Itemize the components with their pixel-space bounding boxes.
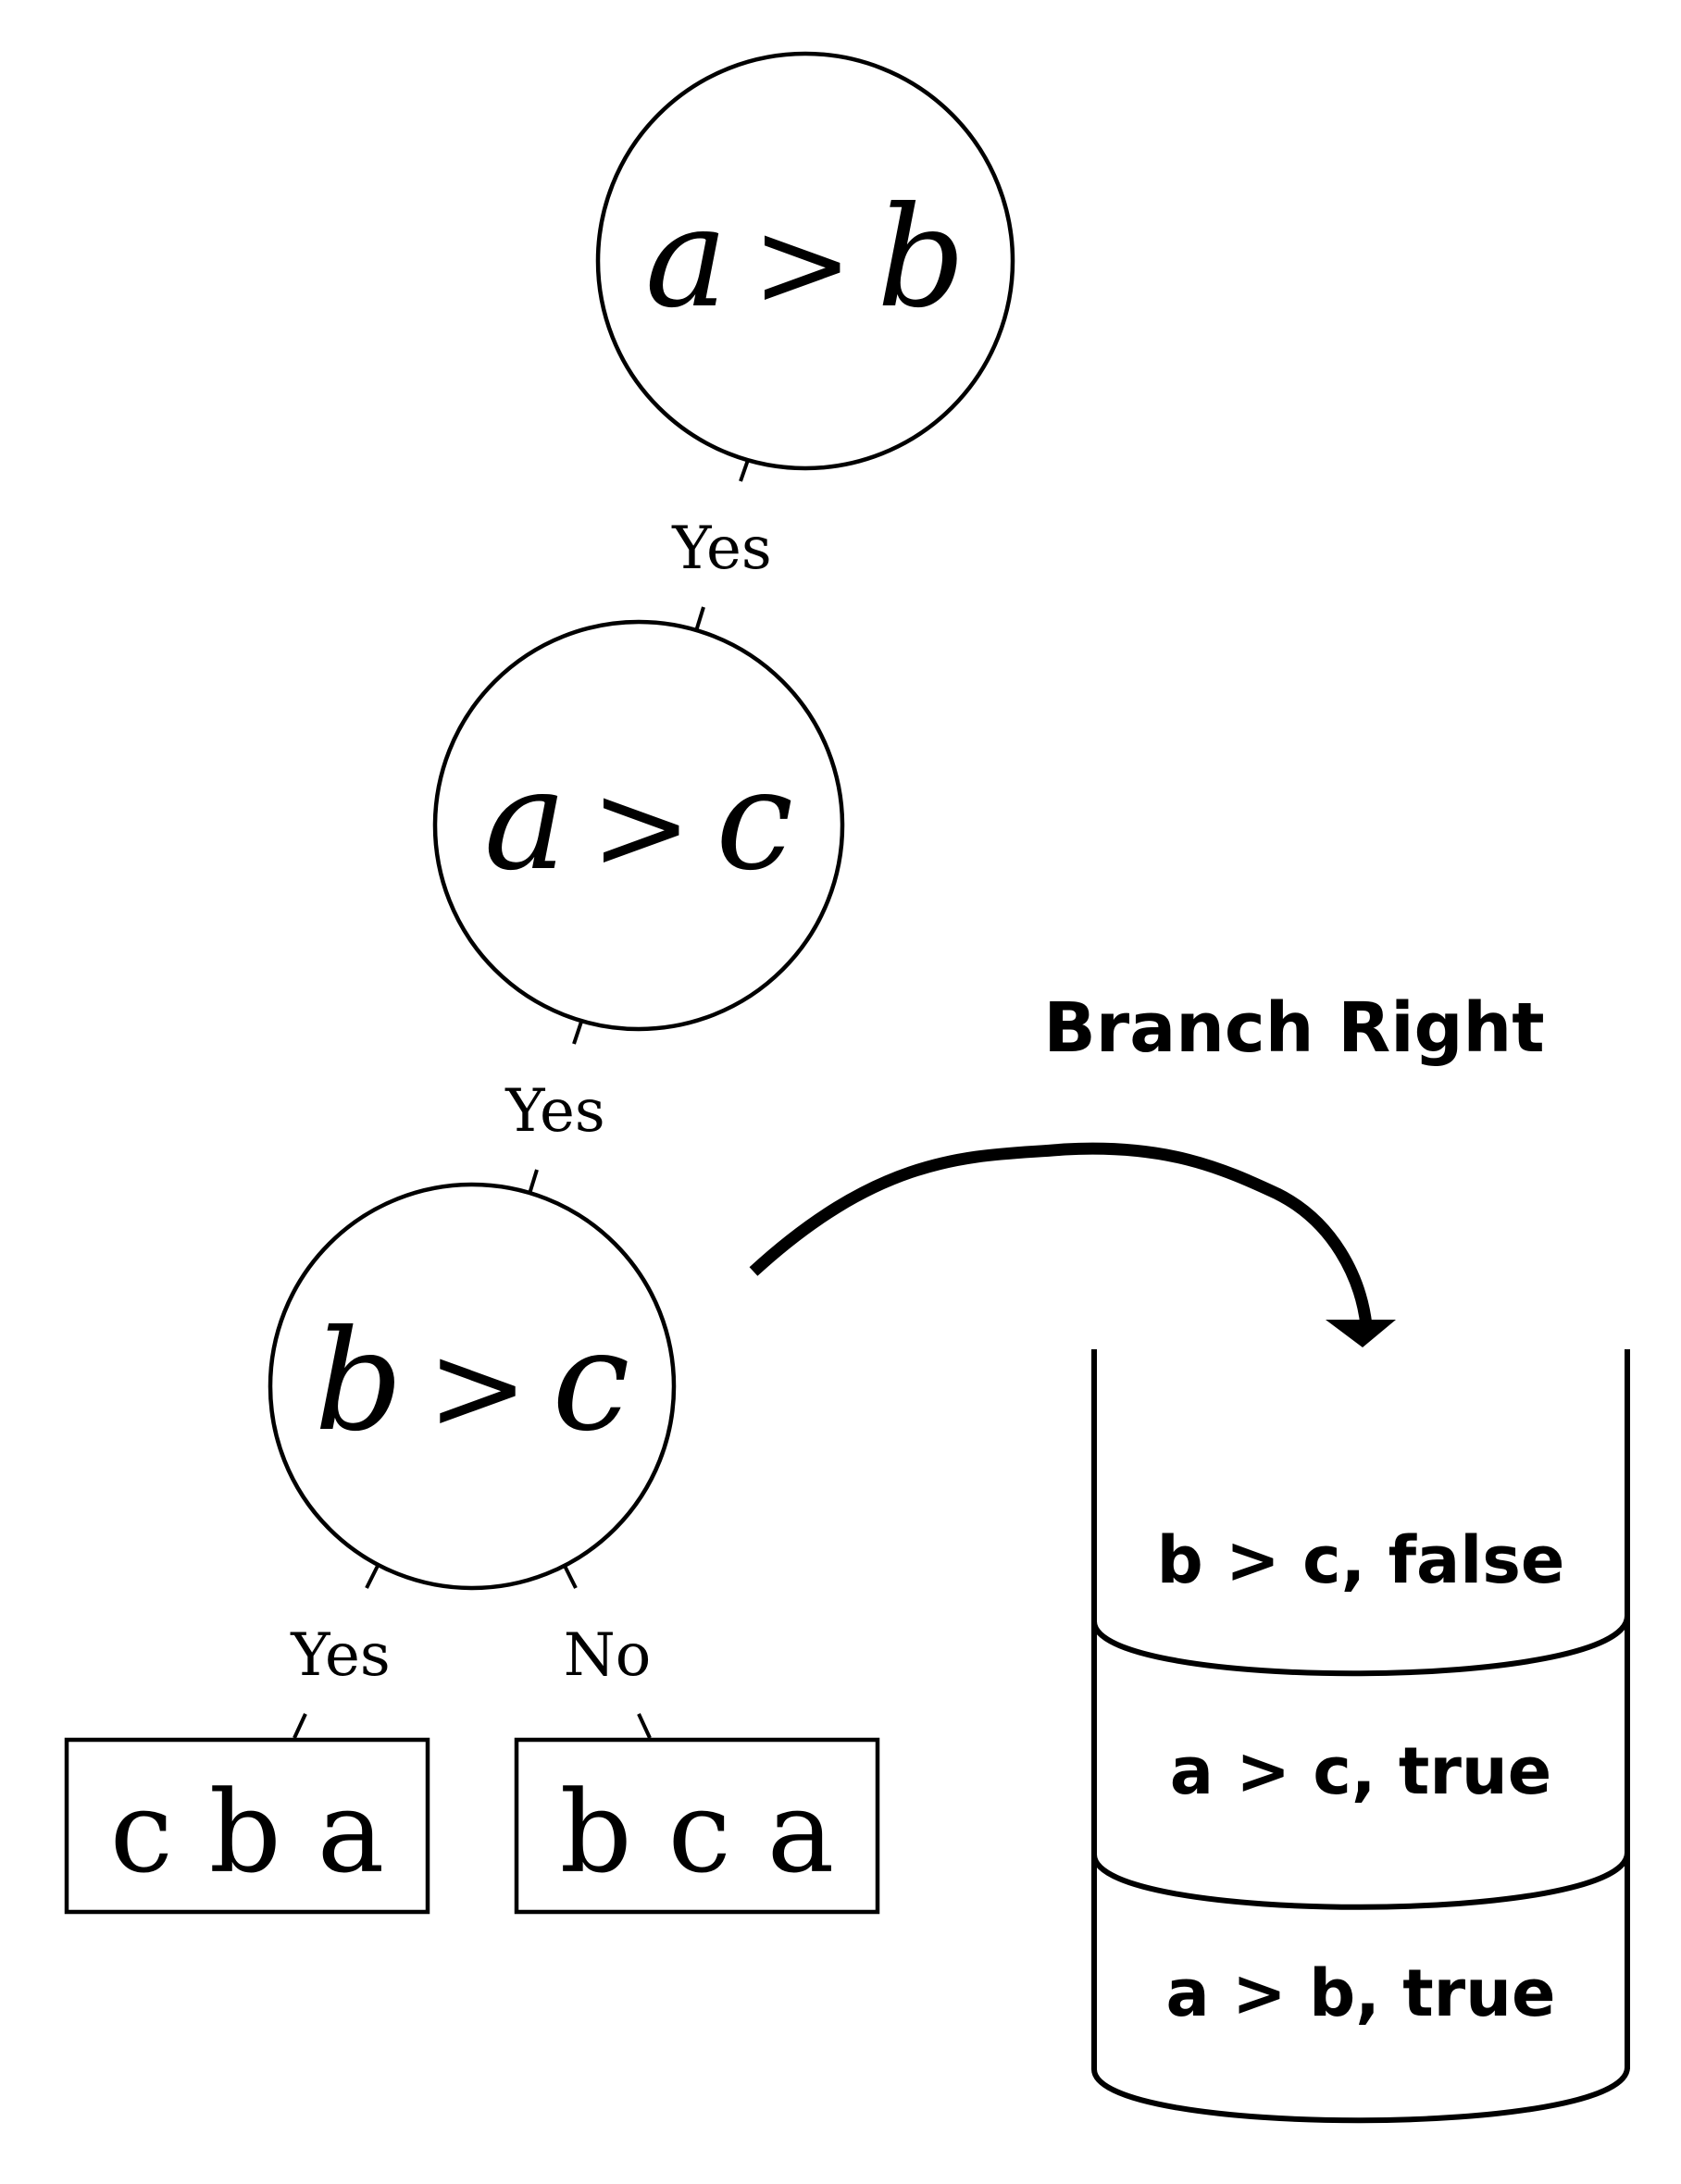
tree-edge-n2-n3-tick-bottom <box>528 1169 539 1195</box>
tree-edge-n3-leaf1-tick-top <box>365 1565 380 1589</box>
tree-leaf-b-c-a: b c a <box>514 1737 880 1915</box>
tree-node-a-gt-c-circle <box>432 619 845 1032</box>
tree-edge-n2-n3: Yes <box>504 1021 605 1195</box>
tree-edge-n3-leaf2-tick-top <box>563 1565 578 1589</box>
stack-entry-0: b > c, false <box>1157 1522 1565 1598</box>
tree-edge-n3-leaf2: No <box>563 1565 652 1739</box>
tree-edge-n2-n3-label: Yes <box>504 1077 604 1146</box>
tree-node-a-gt-b-label: a > b <box>645 178 965 339</box>
branch-right-arrow-head <box>1326 1320 1396 1347</box>
tree-leaf-b-c-a-box <box>514 1737 880 1915</box>
tree-node-b-gt-c-label: b > c <box>315 1301 630 1462</box>
tree-edge-n3-leaf1: Yes <box>290 1565 391 1739</box>
tree-leaf-b-c-a-text: b c a <box>560 1767 835 1898</box>
tree-edge-n3-leaf2-tick-bottom <box>637 1713 652 1739</box>
tree-edge-n3-leaf2-label: No <box>564 1621 652 1690</box>
tree-node-a-gt-b-circle <box>595 51 1015 471</box>
tree-node-a-gt-c-label: a > c <box>484 740 793 901</box>
stack-divider-1 <box>1091 1615 1630 1677</box>
tree-edge-n3-leaf1-label: Yes <box>290 1621 390 1690</box>
tree-leaf-c-b-a-box <box>64 1737 430 1915</box>
tree-edge-n2-n3-tick-top <box>572 1021 583 1045</box>
tree-leaf-c-b-a-text: c b a <box>110 1767 385 1898</box>
tree-edge-n1-n2-tick-bottom <box>694 606 705 632</box>
tree-node-a-gt-c: a > c <box>432 619 845 1032</box>
stack-bottom <box>1091 2066 1630 2124</box>
stack-entry-2: a > b, true <box>1166 1955 1556 2031</box>
tree-node-b-gt-c: b > c <box>268 1182 677 1591</box>
tree-node-b-gt-c-circle <box>268 1182 677 1591</box>
tree-edge-n1-n2-tick-top <box>739 459 750 482</box>
tree-node-a-gt-b: a > b <box>595 51 1015 471</box>
tree-edge-n1-n2-label: Yes <box>671 515 771 583</box>
tree-leaf-c-b-a: c b a <box>64 1737 430 1915</box>
comparison-stack: b > c, false a > c, true a > b, true <box>1091 1349 1630 2124</box>
stack-entry-1: a > c, true <box>1170 1733 1551 1809</box>
stack-divider-2 <box>1091 1852 1630 1910</box>
branch-right-label: Branch Right <box>1043 988 1544 1068</box>
tree-edge-n1-n2: Yes <box>671 459 772 632</box>
tree-edge-n3-leaf1-tick-bottom <box>293 1713 307 1739</box>
branch-right-arrow: Branch Right <box>749 988 1545 1347</box>
branch-right-arrow-curve <box>749 1142 1373 1326</box>
